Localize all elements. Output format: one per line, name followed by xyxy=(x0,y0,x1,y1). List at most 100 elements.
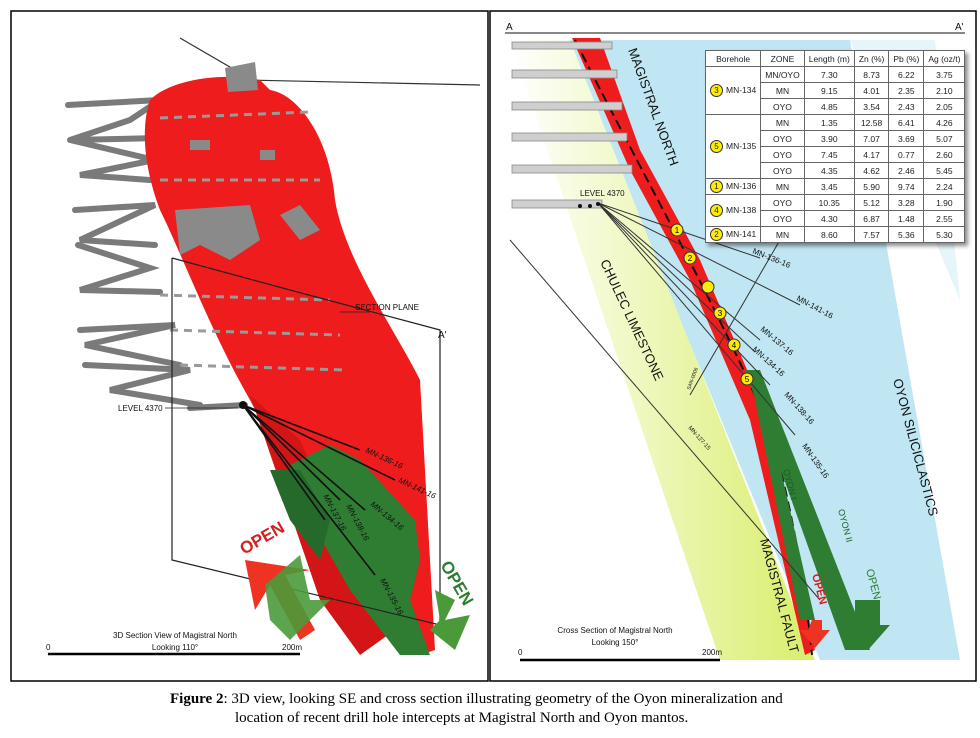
marker-badge: 4 xyxy=(710,204,723,217)
section-plane xyxy=(171,257,441,626)
table-cell: MN/OYO xyxy=(760,66,805,83)
svg-text:2: 2 xyxy=(688,254,693,263)
col-header: Zn (%) xyxy=(853,50,890,67)
section-plane-label: SECTION PLANE xyxy=(355,303,419,312)
borehole-id: MN-138 xyxy=(726,205,757,215)
table-cell: 3.69 xyxy=(888,130,925,147)
table-cell: 6.87 xyxy=(853,210,890,227)
marker: 5 xyxy=(740,372,754,386)
borehole-id: MN-141 xyxy=(726,229,757,239)
right-panel-title: Cross Section of Magistral North xyxy=(557,626,672,635)
table-cell: 5.36 xyxy=(888,226,925,243)
right-panel-subtitle: Looking 150° xyxy=(592,638,639,647)
table-cell: 3.54 xyxy=(853,98,890,115)
table-cell: 7.45 xyxy=(803,146,855,163)
table-cell: 3.75 xyxy=(923,66,966,83)
table-cell: 7.30 xyxy=(803,66,855,83)
green-body-oyon xyxy=(290,445,430,655)
left-3d-view xyxy=(48,37,481,656)
table-cell: 9.74 xyxy=(888,178,925,195)
table-cell: 8.73 xyxy=(853,66,890,83)
table-cell: MN xyxy=(760,226,805,243)
level-bars xyxy=(511,41,633,209)
table-cell: 2.35 xyxy=(888,82,925,99)
svg-text:5: 5 xyxy=(745,375,750,384)
level-tunnels xyxy=(65,96,248,411)
left-panel-title: 3D Section View of Magistral North xyxy=(113,631,237,640)
table-cell: MN xyxy=(760,178,805,195)
marker-badge: 3 xyxy=(710,84,723,97)
marker-badge: 1 xyxy=(710,180,723,193)
table-cell: 1.48 xyxy=(888,210,925,227)
right-scale-start: 0 xyxy=(518,648,523,657)
marker xyxy=(701,280,715,294)
table-cell: 7.57 xyxy=(853,226,890,243)
table-cell: 4.85 xyxy=(803,98,855,115)
right-scale-end: 200m xyxy=(702,648,722,657)
figure-caption: Figure 2: 3D view, looking SE and cross … xyxy=(170,690,950,728)
table-cell: 3.45 xyxy=(803,178,855,195)
marker: 1 xyxy=(670,223,684,237)
table-cell: 4.17 xyxy=(853,146,890,163)
open-arrow-green-right xyxy=(846,600,890,650)
table-cell: 1.35 xyxy=(803,114,855,131)
table-header-row: Borehole ZONE Length (m) Zn (%) Pb (%) A… xyxy=(704,50,966,67)
table-cell: 5.12 xyxy=(853,194,890,211)
level-label-right: LEVEL 4370 xyxy=(580,189,625,198)
table-cell: 2.55 xyxy=(923,210,966,227)
borehole-id: MN-134 xyxy=(726,85,757,95)
marker: 2 xyxy=(683,251,697,265)
a-label: A xyxy=(506,22,513,33)
col-header: ZONE xyxy=(760,50,805,67)
grey-inclusions xyxy=(175,62,320,260)
table-cell: 7.07 xyxy=(853,130,890,147)
a-prime-left: A' xyxy=(438,330,447,341)
col-header: Length (m) xyxy=(803,50,855,67)
open-arrow-green-left xyxy=(265,555,330,640)
table-cell: OYO xyxy=(760,98,805,115)
marker: 3 xyxy=(713,306,727,320)
table-cell: MN xyxy=(760,82,805,99)
magistral-ore-section xyxy=(572,38,815,655)
oyon-2-body xyxy=(745,370,870,650)
table-cell: OYO xyxy=(760,210,805,227)
caption-text: location of recent drill hole intercepts… xyxy=(235,710,689,726)
marker: 4 xyxy=(727,338,741,352)
table-cell: 6.41 xyxy=(888,114,925,131)
col-header: Borehole xyxy=(704,50,762,67)
col-header: Pb (%) xyxy=(888,50,925,67)
table-cell: 4.35 xyxy=(803,162,855,179)
table-cell: 4.62 xyxy=(853,162,890,179)
table-cell: OYO xyxy=(760,162,805,179)
left-panel-subtitle: Looking 110° xyxy=(152,643,198,652)
table-cell: 3.28 xyxy=(888,194,925,211)
table-cell: 4.26 xyxy=(923,114,966,131)
table-cell: 5.30 xyxy=(923,226,966,243)
caption-label: Figure 2 xyxy=(170,691,224,707)
col-header: Ag (oz/t) xyxy=(923,50,966,67)
open-arrow-green-right xyxy=(430,590,470,650)
table-cell: 5.07 xyxy=(923,130,966,147)
table-cell: 1.90 xyxy=(923,194,966,211)
oyon-1-body xyxy=(755,400,815,620)
table-cell: MN xyxy=(760,114,805,131)
left-scale-end: 200m xyxy=(282,643,302,652)
table-cell: 10.35 xyxy=(803,194,855,211)
table-cell: 4.01 xyxy=(853,82,890,99)
left-scale-start: 0 xyxy=(46,643,51,652)
table-cell: 2.46 xyxy=(888,162,925,179)
table-cell: 2.24 xyxy=(923,178,966,195)
marker-badge: 5 xyxy=(710,140,723,153)
table-cell: OYO xyxy=(760,146,805,163)
caption-text: : 3D view, looking SE and cross section … xyxy=(223,691,783,707)
